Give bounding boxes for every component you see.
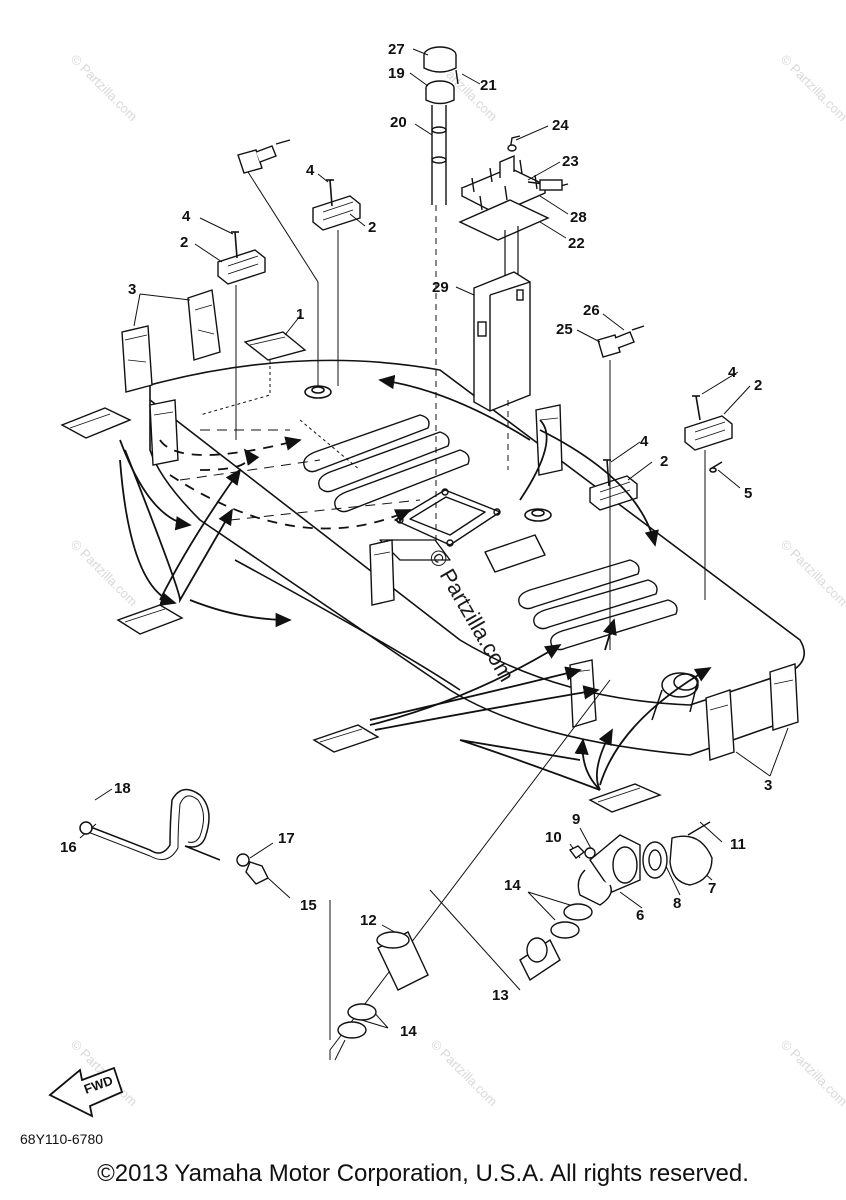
watermark-tile: © Partzilla.com	[778, 1037, 846, 1110]
pad	[149, 399, 179, 466]
watermark-tile: © Partzilla.com	[68, 537, 141, 610]
callout-6: 6	[636, 907, 644, 924]
callout-12: 12	[360, 912, 377, 929]
sender-gasket	[458, 199, 550, 241]
filler-hose-parts	[337, 821, 713, 1039]
watermark-tile: © Partzilla.com	[428, 1037, 501, 1110]
assembly-arrows	[119, 374, 712, 791]
bracket	[589, 475, 638, 511]
pad	[243, 331, 307, 361]
check-valve	[236, 853, 269, 885]
forward-direction-icon: FWD	[48, 1066, 124, 1118]
callout-15: 15	[300, 897, 317, 914]
callout-2-upper-mid: 2	[368, 219, 376, 236]
callout-20: 20	[390, 114, 407, 131]
callout-22: 22	[568, 235, 585, 252]
pad	[588, 783, 662, 813]
callout-1: 1	[296, 306, 304, 323]
pad	[121, 325, 153, 393]
callout-14-lower: 14	[400, 1023, 417, 1040]
elbow-fittings	[237, 139, 645, 358]
bracket	[312, 195, 361, 231]
pad	[60, 407, 132, 439]
callout-17: 17	[278, 830, 295, 847]
callout-18: 18	[114, 780, 131, 797]
tank-grommet	[524, 508, 552, 522]
callout-21: 21	[480, 77, 497, 94]
vent-hose-loop	[79, 788, 221, 861]
callout-14-upper: 14	[504, 877, 521, 894]
callout-25: 25	[556, 321, 573, 338]
callout-numbers: 27 19 21 20 24 23 28 22 29 26 25 4 2 4 2…	[60, 41, 772, 1040]
callout-3-left: 3	[128, 281, 136, 298]
callout-19: 19	[388, 65, 405, 82]
bracket	[684, 415, 733, 451]
copyright-notice: ©2013 Yamaha Motor Corporation, U.S.A. A…	[97, 1160, 749, 1187]
callout-11: 11	[730, 836, 746, 853]
tank-ribs	[303, 414, 678, 651]
callout-2-upper-left: 2	[180, 234, 188, 251]
pad	[312, 724, 380, 753]
callout-2-center: 2	[660, 453, 668, 470]
callout-28: 28	[570, 209, 587, 226]
callout-7: 7	[708, 880, 716, 897]
watermark-tile: © Partzilla.com	[68, 52, 141, 125]
callout-4-center: 4	[640, 433, 649, 450]
callout-10: 10	[545, 829, 562, 846]
callout-26: 26	[583, 302, 600, 319]
fuel-tank	[149, 359, 806, 756]
tank-mount-plate	[394, 488, 546, 573]
bracket	[217, 249, 266, 285]
callout-5: 5	[744, 485, 752, 502]
pad	[369, 539, 395, 606]
exploded-parts-diagram: © Partzilla.com © Partzilla.com © Partzi…	[48, 41, 846, 1118]
pad	[116, 604, 184, 635]
callout-8: 8	[673, 895, 681, 912]
callout-2-right: 2	[754, 377, 762, 394]
callout-23: 23	[562, 153, 579, 170]
bolts	[231, 179, 723, 487]
sender-housing	[473, 271, 531, 412]
pad	[187, 289, 221, 361]
tank-side-face	[149, 400, 791, 756]
callout-29: 29	[432, 279, 449, 296]
callout-24: 24	[552, 117, 569, 134]
callout-27: 27	[388, 41, 405, 58]
pad	[705, 689, 735, 761]
brackets	[217, 195, 733, 511]
callout-9: 9	[572, 811, 580, 828]
callout-4-upper-left: 4	[182, 208, 191, 225]
callout-16: 16	[60, 839, 77, 856]
tank-bottom-edge	[234, 559, 461, 691]
tank-filler-neck	[651, 672, 699, 721]
watermark-tile: © Partzilla.com	[778, 52, 846, 125]
watermark-tile: © Partzilla.com	[778, 537, 846, 610]
tank-top-outline	[149, 359, 806, 706]
callout-13: 13	[492, 987, 509, 1004]
callout-3-right: 3	[764, 777, 772, 794]
callout-4-right: 4	[728, 364, 737, 381]
fuel-sender-assembly	[423, 46, 569, 412]
callout-4-upper-mid: 4	[306, 162, 315, 179]
pad	[769, 663, 799, 731]
diagram-part-code: 68Y110-6780	[20, 1131, 104, 1147]
